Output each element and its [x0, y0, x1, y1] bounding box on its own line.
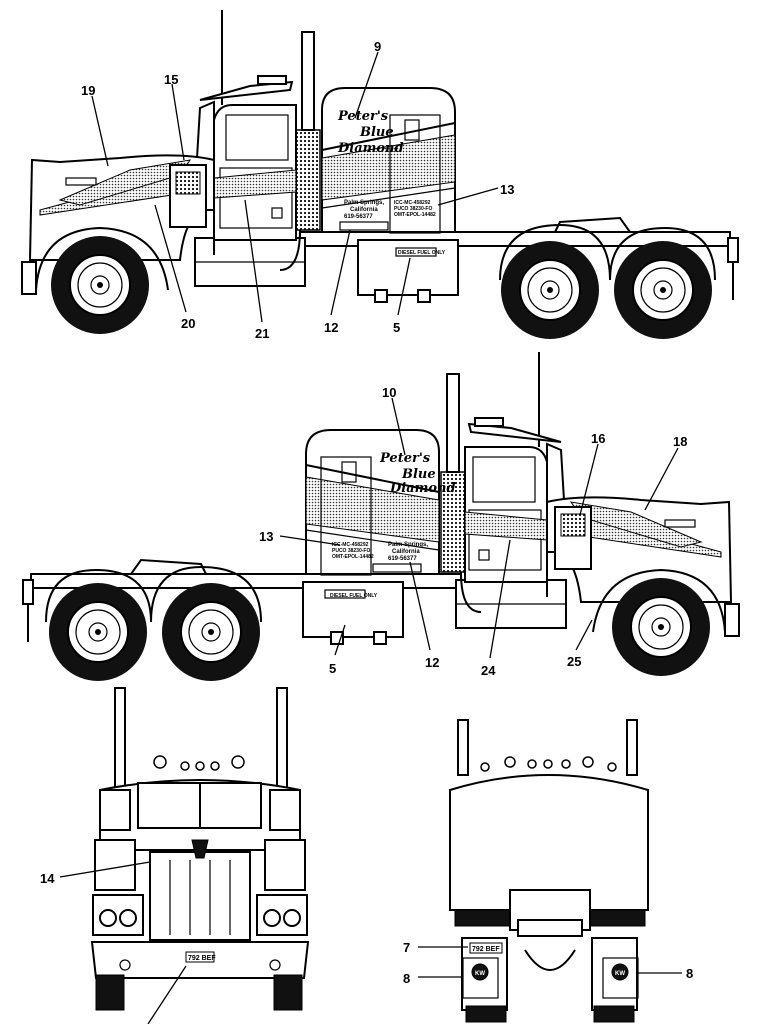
callout-24: 24 — [481, 663, 496, 678]
callout-16: 16 — [591, 431, 605, 446]
fuel-tank-label: DIESEL FUEL ONLY — [398, 250, 446, 256]
callout-14: 14 — [40, 871, 55, 886]
rear-license-plate: 792 BEF — [472, 946, 500, 953]
front-license-plate: 792 BEF — [188, 955, 216, 962]
kw-logo-left-text: KW — [475, 971, 485, 977]
callout-7: 7 — [403, 940, 410, 955]
callout-13-right: 13 — [259, 529, 273, 544]
sleeper-livery: Peter's Blue Diamond Palm Springs, Calif… — [337, 109, 446, 256]
livery-owner: Peter's — [337, 109, 389, 124]
callout-13: 13 — [500, 182, 514, 197]
kw-logo-right-text: KW — [615, 971, 625, 977]
callout-20: 20 — [181, 316, 195, 331]
fuel-tank-label-right: DIESEL FUEL ONLY — [330, 593, 378, 599]
callout-12-right: 12 — [425, 655, 439, 670]
callout-25: 25 — [567, 654, 581, 669]
livery-name-2: Diamond — [337, 141, 404, 156]
permit-1: ICC-MC-458292 — [394, 200, 431, 206]
permit-2-right: PUCO 38230-FO — [332, 548, 370, 554]
kw-logo-right — [611, 963, 629, 981]
callout-8-left: 8 — [403, 971, 410, 986]
callouts-middle: 10 16 18 13 12 5 24 25 — [259, 385, 687, 678]
callout-18: 18 — [673, 434, 687, 449]
callout-12: 12 — [324, 320, 338, 335]
callout-9: 9 — [374, 39, 381, 54]
callout-5-right: 5 — [329, 661, 336, 676]
callout-8-right: 8 — [686, 966, 693, 981]
permit-3-right: OMT-EPOL-14482 — [332, 554, 374, 560]
livery-phone-right: 619-56377 — [388, 556, 417, 562]
livery-city-right: Palm Springs, — [388, 542, 428, 548]
callout-15: 15 — [164, 72, 178, 87]
permit-3: OMT-EPOL-14482 — [394, 212, 436, 218]
front-view: 792 BEF 14 — [40, 687, 310, 1024]
callouts-top: 9 15 19 20 21 12 5 13 — [81, 39, 514, 341]
side-view-left: Peter's Blue Diamond Palm Springs, Calif… — [21, 9, 739, 341]
callout-5: 5 — [393, 320, 400, 335]
sleeper-livery-right: Peter's Blue Diamond Palm Springs, Calif… — [330, 451, 456, 599]
livery-name-1: Blue — [359, 125, 394, 140]
rear-view: 792 BEF KW KW 7 8 8 — [403, 719, 693, 1023]
livery-name-1-right: Blue — [401, 467, 436, 482]
livery-owner-right: Peter's — [379, 451, 431, 466]
callout-10: 10 — [382, 385, 396, 400]
permit-1-right: ICC-MC-458292 — [332, 542, 369, 548]
kw-logo-left — [471, 963, 489, 981]
livery-state-right: California — [392, 549, 420, 555]
livery-name-2-right: Diamond — [389, 481, 456, 496]
livery-city: Palm Springs, — [344, 200, 384, 206]
permit-2: PUCO 38230-FO — [394, 206, 432, 212]
callout-19: 19 — [81, 83, 95, 98]
side-view-right: Peter's Blue Diamond Palm Springs, Calif… — [22, 351, 740, 681]
callout-21: 21 — [255, 326, 269, 341]
livery-phone: 619-56377 — [344, 214, 373, 220]
livery-state: California — [350, 207, 378, 213]
